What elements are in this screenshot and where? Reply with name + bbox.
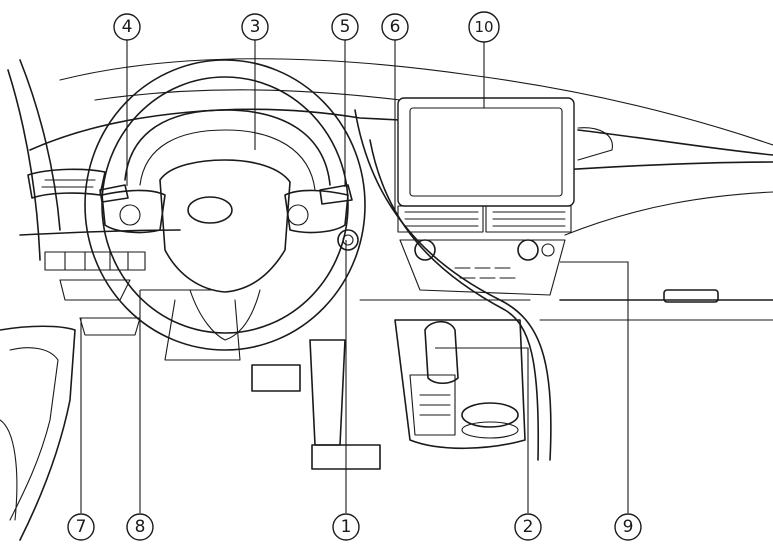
left-switch-panel bbox=[44, 251, 146, 271]
callout-5: 5 bbox=[331, 13, 359, 41]
steering-wheel-rim-inner bbox=[101, 76, 349, 334]
callout-6-label: 6 bbox=[390, 17, 401, 37]
hood-release bbox=[79, 317, 141, 336]
multimedia-display bbox=[397, 97, 575, 207]
cup-holder-rear bbox=[461, 421, 519, 439]
a-pillar bbox=[19, 59, 61, 231]
wiper-lever bbox=[319, 184, 353, 205]
door-pocket bbox=[0, 419, 18, 521]
callout-6: 6 bbox=[381, 13, 409, 41]
door-handle bbox=[9, 347, 59, 521]
climate-panel bbox=[399, 239, 566, 296]
wheel-spoke-left bbox=[101, 189, 166, 234]
shift-gate bbox=[409, 374, 456, 436]
right-knob bbox=[517, 239, 539, 261]
dash-lower-line bbox=[19, 229, 181, 236]
center-vent-left bbox=[397, 205, 484, 233]
callout-3: 3 bbox=[241, 13, 269, 41]
display-mount bbox=[577, 127, 613, 161]
right-wheel-switch bbox=[287, 204, 309, 226]
display-screen bbox=[409, 107, 563, 197]
callout-8: 8 bbox=[126, 513, 154, 541]
callout-9-label: 9 bbox=[623, 517, 634, 537]
engine-switch bbox=[337, 229, 359, 251]
switch-group bbox=[419, 394, 451, 416]
switch-dividers bbox=[64, 251, 129, 271]
dash-right-line bbox=[559, 161, 773, 171]
callout-2: 2 bbox=[514, 513, 542, 541]
wheel-spoke-right bbox=[284, 189, 349, 234]
left-wheel-switch bbox=[119, 204, 141, 226]
center-vent-right bbox=[485, 205, 572, 233]
dash-right-top bbox=[577, 129, 773, 156]
glovebox-handle bbox=[663, 289, 719, 303]
knee-panel bbox=[59, 279, 131, 301]
callout-1: 1 bbox=[332, 513, 360, 541]
knob-button bbox=[541, 243, 555, 257]
console-curve bbox=[354, 109, 552, 461]
door-panel bbox=[0, 325, 76, 541]
cup-holder-front bbox=[461, 402, 519, 428]
instrument-cluster bbox=[139, 129, 316, 191]
steering-wheel-rim bbox=[84, 59, 366, 351]
left-knob bbox=[414, 239, 436, 261]
callout-7: 7 bbox=[67, 513, 95, 541]
callout-5-label: 5 bbox=[340, 17, 351, 37]
window-frame bbox=[7, 69, 41, 261]
leader-9 bbox=[560, 261, 629, 513]
callout-4: 4 bbox=[113, 13, 141, 41]
instrument-cluster-hood bbox=[124, 109, 331, 186]
leader-2 bbox=[435, 347, 529, 513]
callout-2-label: 2 bbox=[523, 517, 534, 537]
wheel-hub bbox=[159, 159, 291, 293]
callout-10-label: 10 bbox=[474, 18, 493, 36]
accelerator-pedal bbox=[309, 339, 346, 446]
steering-column bbox=[164, 299, 241, 361]
callout-8-label: 8 bbox=[135, 517, 146, 537]
shift-boot bbox=[394, 319, 526, 450]
callout-1-label: 1 bbox=[341, 517, 352, 537]
callout-9: 9 bbox=[614, 513, 642, 541]
callout-3-label: 3 bbox=[250, 17, 261, 37]
callout-4-label: 4 bbox=[122, 17, 133, 37]
leader-lines bbox=[80, 40, 629, 513]
vent-slats bbox=[404, 211, 566, 227]
engine-switch-inner bbox=[342, 234, 354, 246]
windshield-edge bbox=[59, 58, 773, 146]
callout-10: 10 bbox=[468, 11, 500, 43]
shift-lever bbox=[424, 320, 459, 385]
callout-7-label: 7 bbox=[76, 517, 87, 537]
wheel-lower-spoke bbox=[189, 289, 261, 341]
left-air-vent bbox=[27, 168, 106, 199]
brake-pedal bbox=[251, 364, 301, 392]
windshield-inner bbox=[94, 89, 401, 101]
climate-buttons bbox=[454, 267, 516, 279]
horn-emblem bbox=[187, 196, 233, 224]
dash-right-contour bbox=[564, 191, 773, 236]
console-curve-inner bbox=[369, 139, 540, 461]
turn-signal-lever bbox=[99, 184, 129, 203]
